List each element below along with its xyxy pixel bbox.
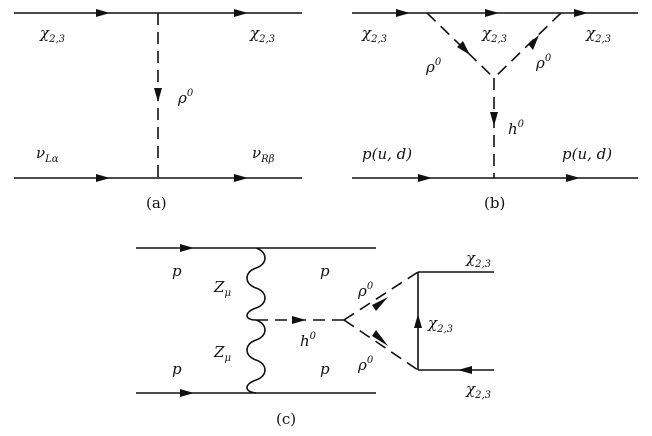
a-caption: (a): [146, 194, 167, 212]
b-bottom-arrow-right: [566, 174, 580, 182]
b-chi-mid-label: χ2,3: [481, 24, 507, 45]
c-chi-top-label: χ2,3: [465, 249, 491, 270]
a-nu-right-label: νRβ: [252, 144, 275, 165]
c-p-top-left-label: p: [172, 262, 182, 280]
b-chi-right-label: χ2,3: [585, 24, 611, 45]
c-chi-mid-label: χ2,3: [427, 314, 453, 335]
c-bottom-proton-arrow: [180, 389, 194, 397]
b-higgs-arrow: [490, 112, 498, 126]
c-caption: (c): [276, 410, 296, 428]
b-rho-right-label: ρ0: [535, 53, 552, 72]
c-rho-bottom-propagator: [343, 319, 419, 371]
panel-c: p p p p Zμ Zμ h0 ρ0 ρ0 χ2,3 χ2,3 χ2,3 (c…: [136, 244, 494, 428]
b-p-left-label: p(u, d): [362, 145, 412, 163]
c-z-boson-bottom: [246, 319, 266, 394]
c-top-proton-arrow: [180, 244, 194, 252]
b-rho-left-arrow: [457, 41, 470, 55]
c-rho-top-propagator: [343, 271, 419, 321]
c-higgs-label: h0: [300, 331, 317, 350]
c-rho-top-arrow: [372, 297, 388, 311]
panel-b: χ2,3 χ2,3 χ2,3 ρ0 ρ0 h0 p(u, d) p(u, d) …: [352, 9, 638, 212]
a-nu-left-label: νLα: [36, 144, 59, 165]
c-p-bottom-right-label: p: [320, 360, 330, 378]
b-chi-left-label: χ2,3: [361, 24, 387, 45]
a-top-arrow-right: [234, 9, 248, 17]
a-chi-left-label: χ2,3: [39, 24, 65, 45]
b-bottom-arrow-left: [418, 174, 432, 182]
b-top-arrow-right: [574, 9, 588, 17]
b-rho-left-label: ρ0: [425, 57, 442, 76]
c-chi-bottom-label: χ2,3: [465, 380, 491, 401]
a-bottom-arrow: [96, 174, 110, 182]
c-chi-bottom-arrow: [458, 366, 472, 374]
c-higgs-arrow: [292, 316, 306, 324]
c-p-bottom-left-label: p: [172, 360, 182, 378]
c-z-top-label: Zμ: [213, 278, 231, 299]
c-z-bottom-label: Zμ: [213, 343, 231, 364]
panel-a: χ2,3 χ2,3 ρ0 νLα νRβ (a): [14, 9, 302, 212]
c-z-boson-top: [246, 247, 266, 321]
c-chi-vertical-arrow: [414, 314, 422, 328]
a-top-arrow: [96, 9, 110, 17]
c-rho-top-label: ρ0: [357, 281, 374, 300]
b-rho-right-arrow: [528, 35, 539, 50]
a-rho-arrow: [154, 88, 162, 102]
a-chi-right-label: χ2,3: [249, 24, 275, 45]
b-p-right-label: p(u, d): [562, 145, 612, 163]
b-rho-right-propagator: [493, 12, 562, 79]
b-top-arrow-mid: [485, 9, 499, 17]
a-bottom-arrow-right: [234, 174, 248, 182]
c-rho-bottom-label: ρ0: [357, 355, 374, 374]
c-p-top-right-label: p: [320, 262, 330, 280]
c-rho-bottom-arrow: [372, 330, 388, 346]
b-caption: (b): [484, 194, 505, 212]
b-top-arrow-left: [396, 9, 410, 17]
a-rho-label: ρ0: [177, 88, 194, 107]
b-higgs-label: h0: [508, 119, 525, 138]
